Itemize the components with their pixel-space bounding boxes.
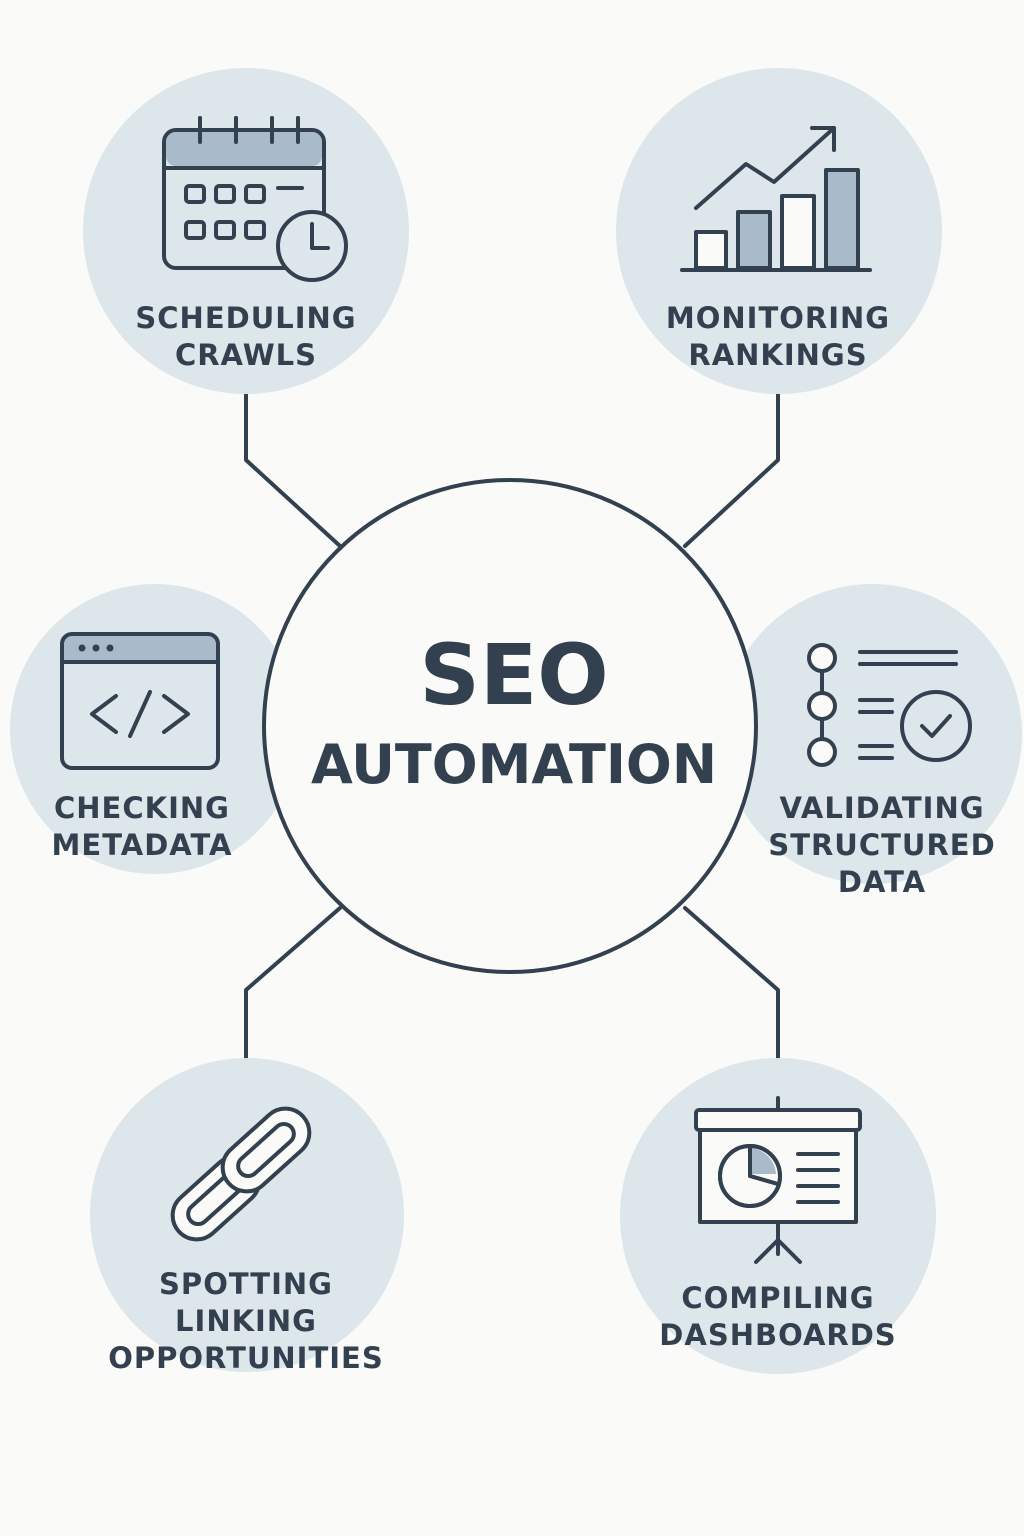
center-subtitle: AUTOMATION [310, 733, 718, 796]
node-label-dashboards: COMPILING DASHBOARDS [628, 1280, 928, 1354]
calendar-clock-icon [162, 116, 348, 282]
node-label-line: LINKING [175, 1304, 317, 1338]
node-label-line: VALIDATING [779, 791, 985, 825]
node-label-linking: SPOTTING LINKING OPPORTUNITIES [96, 1266, 396, 1377]
node-label-line: MONITORING [665, 301, 891, 335]
node-label-line: CRAWLS [174, 338, 318, 372]
node-label-line: STRUCTURED [768, 828, 996, 862]
node-label-line: CHECKING [54, 791, 230, 825]
node-label-line: COMPILING [681, 1281, 875, 1315]
node-label-line: OPPORTUNITIES [108, 1341, 384, 1375]
node-label-structured: VALIDATING STRUCTURED DATA [756, 790, 1008, 901]
center-title: SEO [419, 626, 609, 724]
node-label-line: METADATA [51, 828, 233, 862]
connector-dashboards [683, 906, 780, 1060]
node-label-line: RANKINGS [688, 338, 868, 372]
node-label-line: DATA [837, 865, 927, 899]
center-circle: SEO AUTOMATION [262, 478, 758, 974]
bar-chart-trend-icon [680, 126, 872, 272]
connector-monitoring [683, 392, 780, 548]
node-label-line: SCHEDULING [135, 301, 357, 335]
node-label-scheduling: SCHEDULING CRAWLS [96, 300, 396, 374]
connector-scheduling [244, 392, 342, 548]
code-window-icon [60, 632, 220, 770]
presentation-board-icon [694, 1096, 862, 1264]
node-label-metadata: CHECKING METADATA [0, 790, 284, 864]
node-circle-linking [90, 1058, 404, 1372]
node-label-line: DASHBOARDS [659, 1318, 897, 1352]
node-circle-monitoring [616, 68, 942, 394]
node-label-monitoring: MONITORING RANKINGS [628, 300, 928, 374]
chain-link-icon [170, 1106, 312, 1242]
node-label-line: SPOTTING [159, 1267, 333, 1301]
connector-linking [244, 906, 342, 1060]
checklist-check-icon [807, 643, 972, 767]
node-circle-structured [722, 584, 1022, 884]
